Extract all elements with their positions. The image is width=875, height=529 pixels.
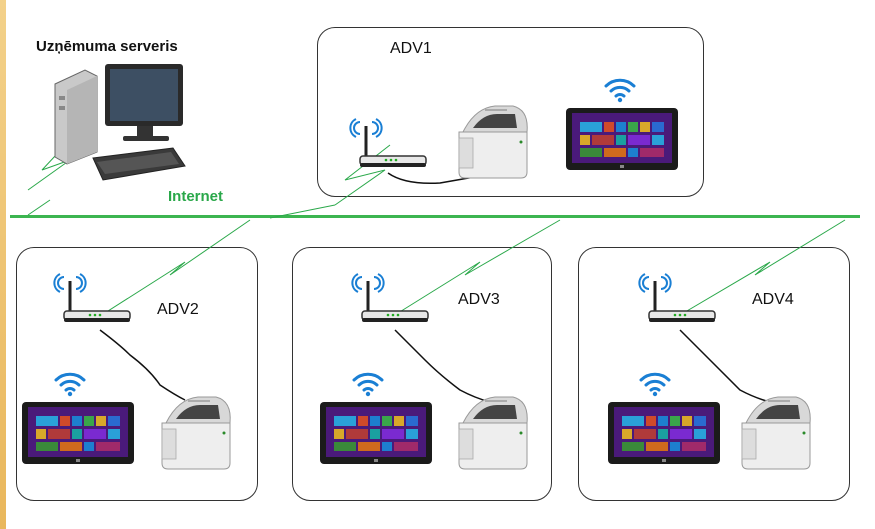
internet-label: Internet (168, 188, 224, 205)
internet-line (10, 215, 860, 218)
site-label-adv4: ADV4 (752, 291, 794, 308)
site-label-adv1: ADV1 (390, 40, 432, 57)
site-label-adv2: ADV2 (157, 301, 199, 318)
site-label-adv3: ADV3 (458, 291, 500, 308)
server-title: Uzņēmuma serveris (36, 38, 178, 55)
left-edge-strip (0, 0, 6, 529)
server-computer (54, 64, 186, 181)
